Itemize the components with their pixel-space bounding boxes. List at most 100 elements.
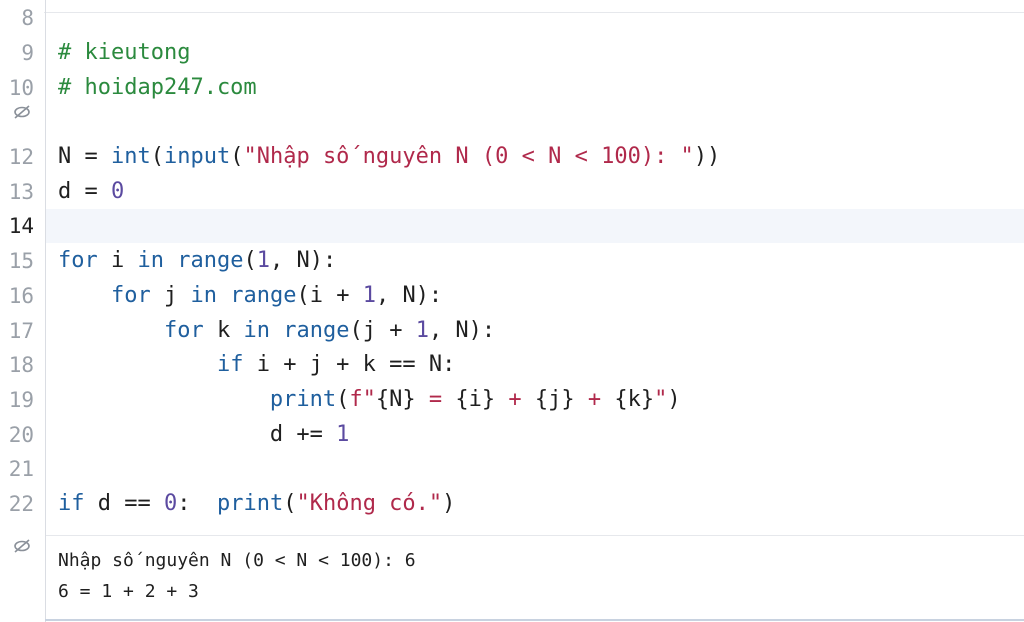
code-token: N = bbox=[58, 144, 111, 169]
code-token: : bbox=[177, 491, 217, 516]
code-token: 1 bbox=[256, 248, 270, 273]
code-token: in bbox=[243, 318, 270, 343]
code-token: d == bbox=[84, 491, 164, 516]
code-line[interactable] bbox=[0, 452, 1024, 486]
code-token: {k} bbox=[614, 387, 655, 412]
line-number: 10 bbox=[8, 76, 34, 100]
output-toggle-icon[interactable] bbox=[12, 536, 32, 556]
code-line[interactable] bbox=[46, 209, 1024, 243]
cell-output bbox=[46, 535, 1024, 620]
code-token bbox=[58, 318, 164, 343]
code-text[interactable]: # kieutong bbox=[58, 36, 190, 70]
code-token: 0 bbox=[163, 491, 178, 516]
code-token: ) bbox=[667, 387, 681, 412]
code-token: 1 bbox=[415, 318, 429, 343]
code-token: 0 bbox=[110, 179, 125, 204]
code-text[interactable]: print(f"{N} = {i} + {j} + {k}") bbox=[58, 383, 681, 417]
code-token: if bbox=[216, 352, 244, 377]
cell-bottom-border bbox=[45, 619, 1024, 621]
line-number: 9 bbox=[21, 41, 34, 65]
code-token: range bbox=[177, 248, 244, 273]
code-text[interactable]: d += 1 bbox=[58, 418, 349, 452]
code-token bbox=[270, 318, 283, 343]
code-line[interactable] bbox=[0, 175, 1024, 209]
code-token: , N): bbox=[375, 283, 443, 308]
code-token: range bbox=[230, 283, 297, 308]
code-token: "Nhập số nguyên N (0 < N < 100): " bbox=[243, 144, 694, 169]
gutter-border bbox=[45, 0, 46, 622]
line-number: 18 bbox=[8, 353, 34, 377]
eye-slash-icon[interactable] bbox=[12, 102, 32, 122]
code-text[interactable]: if i + j + k == N: bbox=[58, 348, 455, 382]
line-number-gutter bbox=[0, 0, 44, 622]
line-number: 15 bbox=[8, 249, 34, 273]
code-text[interactable]: N = int(input("Nhập số nguyên N (0 < N <… bbox=[58, 140, 720, 174]
code-token: (i + bbox=[296, 283, 363, 308]
code-token: f" bbox=[349, 387, 376, 412]
code-token: for bbox=[58, 248, 98, 273]
code-token bbox=[164, 248, 177, 273]
code-text[interactable]: if d == 0: print("Không có.") bbox=[58, 487, 455, 521]
code-token: # hoidap247.com bbox=[58, 75, 257, 100]
code-token: {i} bbox=[455, 387, 496, 412]
output-line: Nhập số nguyên N (0 < N < 100): 6 bbox=[58, 550, 416, 571]
code-token: d = bbox=[58, 179, 111, 204]
line-number: 13 bbox=[8, 180, 34, 204]
code-token: j bbox=[150, 283, 191, 308]
code-token bbox=[58, 283, 111, 308]
line-number: 21 bbox=[8, 457, 34, 481]
code-token: int bbox=[110, 144, 151, 169]
code-token: {j} bbox=[534, 387, 575, 412]
code-text[interactable]: # hoidap247.com bbox=[58, 71, 257, 105]
code-token: = bbox=[415, 387, 456, 412]
code-token bbox=[58, 352, 217, 377]
code-token: d += bbox=[58, 422, 337, 447]
code-token: k bbox=[203, 318, 244, 343]
code-token: i + j + k == N: bbox=[243, 352, 456, 377]
code-token: i bbox=[97, 248, 138, 273]
code-token: ) bbox=[442, 491, 456, 516]
code-token: for bbox=[110, 283, 151, 308]
code-token: 1 bbox=[362, 283, 376, 308]
code-token: ( bbox=[230, 144, 244, 169]
code-token: ( bbox=[283, 491, 297, 516]
code-token: , N): bbox=[428, 318, 496, 343]
code-token: 1 bbox=[336, 422, 350, 447]
line-number: 19 bbox=[8, 388, 34, 412]
line-number: 12 bbox=[8, 145, 34, 169]
code-token: in bbox=[190, 283, 217, 308]
code-text[interactable]: for k in range(j + 1, N): bbox=[58, 314, 495, 348]
code-token: ( bbox=[150, 144, 164, 169]
output-line: 6 = 1 + 2 + 3 bbox=[58, 581, 199, 602]
line-number: 17 bbox=[8, 319, 34, 343]
line-number: 14 bbox=[8, 214, 34, 238]
code-text[interactable]: for i in range(1, N): bbox=[58, 244, 336, 278]
line-number: 20 bbox=[8, 423, 34, 447]
line-number: 8 bbox=[21, 6, 34, 30]
code-token: for bbox=[163, 318, 204, 343]
code-token: input bbox=[163, 144, 231, 169]
code-token: ( bbox=[243, 248, 257, 273]
code-token: if bbox=[58, 491, 85, 516]
editor-top-border bbox=[0, 12, 1024, 13]
code-token: print bbox=[269, 387, 337, 412]
code-token: , N): bbox=[269, 248, 337, 273]
code-token: + bbox=[574, 387, 615, 412]
code-token: print bbox=[216, 491, 284, 516]
line-number: 22 bbox=[8, 492, 34, 516]
code-token: range bbox=[283, 318, 350, 343]
code-token bbox=[58, 387, 270, 412]
line-number: 16 bbox=[8, 284, 34, 308]
code-token: " bbox=[654, 387, 668, 412]
code-token: in bbox=[137, 248, 165, 273]
code-text[interactable]: d = 0 bbox=[58, 175, 124, 209]
code-token: (j + bbox=[349, 318, 416, 343]
code-token: ( bbox=[336, 387, 350, 412]
code-token: # kieutong bbox=[58, 40, 191, 65]
code-text[interactable]: for j in range(i + 1, N): bbox=[58, 279, 442, 313]
code-token: )) bbox=[693, 144, 721, 169]
code-token: {N} bbox=[375, 387, 416, 412]
code-token: "Không có." bbox=[296, 491, 443, 516]
code-token bbox=[217, 283, 230, 308]
code-token: + bbox=[495, 387, 535, 412]
